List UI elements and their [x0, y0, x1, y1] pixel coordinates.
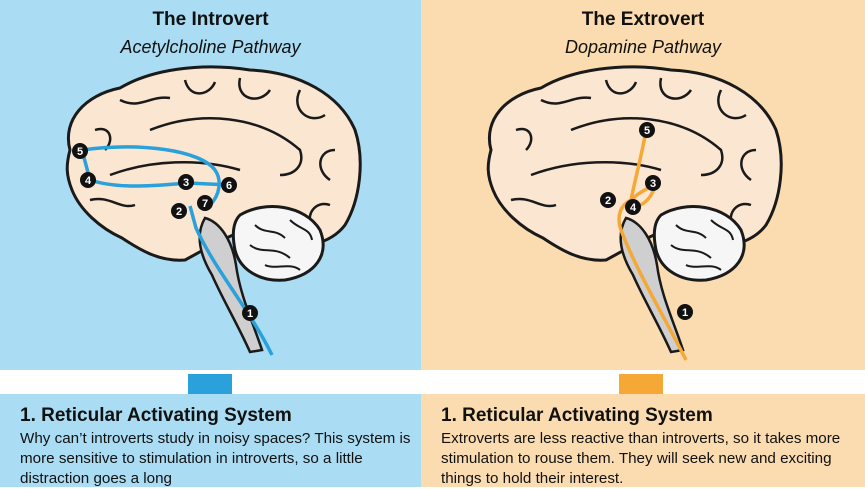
extrovert-description: 1. Reticular Activating System Extrovert…	[421, 394, 865, 487]
introvert-cerebellum	[231, 205, 325, 282]
svg-text:1: 1	[247, 308, 253, 320]
introvert-color-marker	[188, 374, 232, 394]
introvert-brain-diagram: 1 2 3 4 5 6 7	[65, 65, 362, 356]
svg-text:5: 5	[644, 125, 650, 137]
svg-text:2: 2	[605, 195, 611, 207]
svg-text:3: 3	[183, 177, 189, 189]
extrovert-title: The Extrovert	[581, 9, 705, 30]
svg-text:5: 5	[77, 146, 83, 158]
svg-text:1: 1	[682, 307, 688, 319]
svg-text:3: 3	[650, 178, 656, 190]
svg-text:6: 6	[226, 180, 232, 192]
extrovert-subtitle: Dopamine Pathway	[564, 37, 722, 57]
introvert-description: 1. Reticular Activating System Why can’t…	[0, 394, 421, 487]
introvert-panel: The Introvert Acetylcholine Pathway	[0, 0, 421, 370]
svg-text:7: 7	[202, 198, 208, 210]
introvert-section-heading: 1. Reticular Activating System	[20, 405, 292, 426]
introvert-title: The Introvert	[152, 9, 269, 30]
extrovert-section-heading: 1. Reticular Activating System	[441, 405, 713, 426]
svg-text:4: 4	[630, 202, 637, 214]
extrovert-brain-diagram: 1 2 3 4 5	[486, 65, 783, 361]
svg-text:2: 2	[176, 206, 182, 218]
extrovert-pathway-nodes: 1 2 3 4 5	[600, 122, 693, 320]
section-divider	[0, 370, 865, 394]
introvert-section-body: Why can’t introverts study in noisy spac…	[20, 430, 411, 487]
extrovert-section-body: Extroverts are less reactive than introv…	[441, 430, 841, 487]
introvert-subtitle: Acetylcholine Pathway	[120, 37, 301, 57]
introvert-pathway-nodes: 1 2 3 4 5 6 7	[72, 143, 258, 321]
introvert-gyri	[89, 77, 336, 229]
extrovert-cerebellum	[652, 205, 746, 282]
svg-text:4: 4	[85, 175, 92, 187]
extrovert-color-marker	[619, 374, 663, 394]
extrovert-brainstem	[619, 216, 685, 354]
extrovert-panel: The Extrovert Dopamine Pathway	[421, 0, 865, 370]
